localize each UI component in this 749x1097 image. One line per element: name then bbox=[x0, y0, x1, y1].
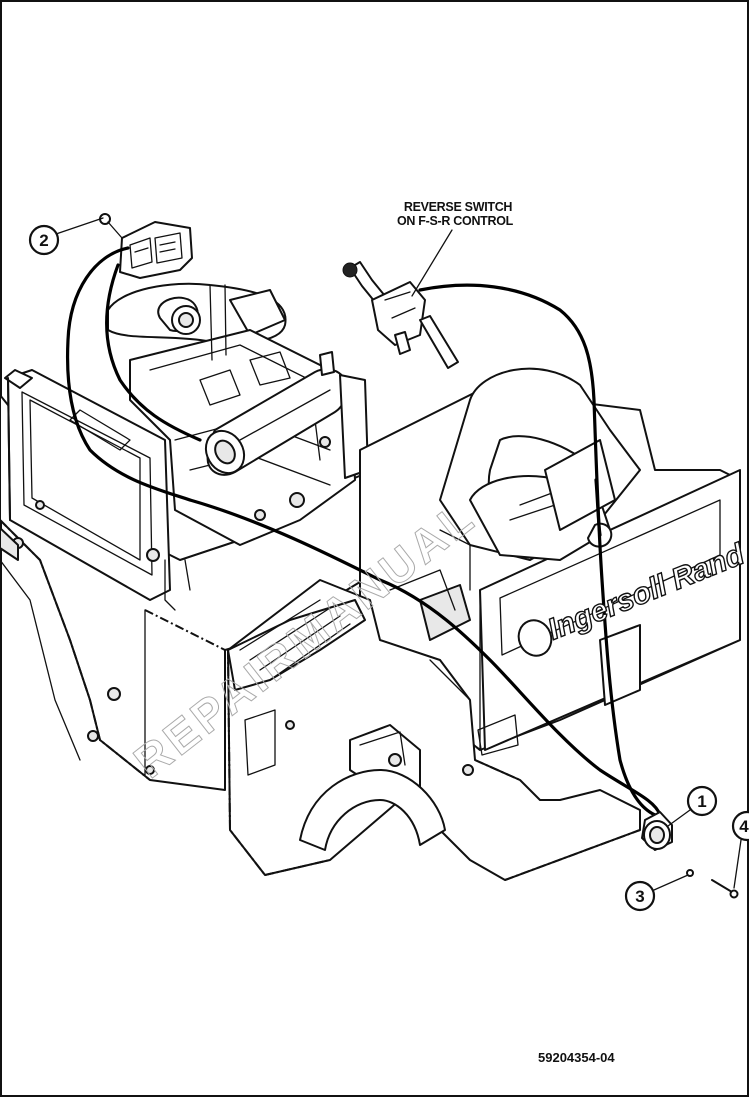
reverse-switch-leader-line bbox=[411, 229, 453, 297]
operator-platform bbox=[359, 367, 741, 751]
engine bbox=[107, 282, 369, 611]
figure-number: 59204354-04 bbox=[538, 1050, 615, 1065]
svg-text:4: 4 bbox=[739, 817, 749, 836]
svg-text:1: 1 bbox=[697, 792, 706, 811]
reverse-alarm bbox=[641, 811, 673, 851]
reverse-switch-label-line1: REVERSE SWITCH bbox=[404, 200, 513, 214]
svg-text:2: 2 bbox=[39, 231, 48, 250]
callout-1: 1 bbox=[667, 785, 718, 827]
screw bbox=[711, 879, 739, 899]
reverse-switch-label-line2: ON F-S-R CONTROL bbox=[397, 214, 514, 228]
lock-washer bbox=[686, 869, 694, 877]
brand-logo-icon bbox=[517, 619, 553, 657]
radiator bbox=[4, 369, 171, 601]
svg-text:3: 3 bbox=[635, 887, 644, 906]
callout-3: 3 bbox=[624, 874, 689, 912]
wiring-harness bbox=[65, 246, 662, 817]
relay-bracket bbox=[99, 213, 193, 279]
reverse-switch-label: REVERSE SWITCH ON F-S-R CONTROL bbox=[397, 200, 514, 297]
callout-2: 2 bbox=[28, 217, 104, 256]
callout-4: 4 bbox=[731, 810, 749, 889]
fsr-control-lever bbox=[342, 261, 459, 369]
front-drum-frame bbox=[227, 579, 641, 881]
